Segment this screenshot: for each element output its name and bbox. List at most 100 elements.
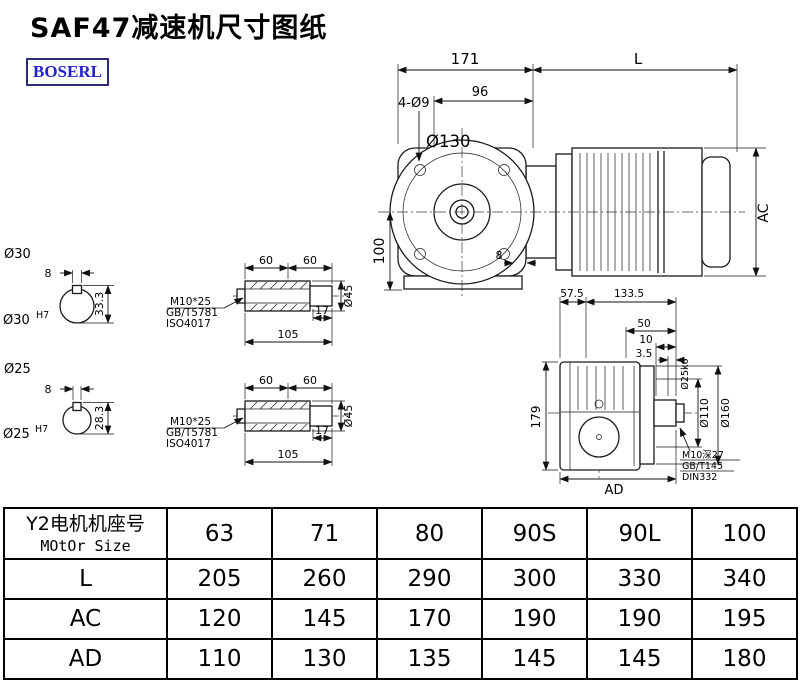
hollow-shaft-2: 60 60 17 105 Ø45 M10*25 GB/T5781 ISO4017 [166, 374, 355, 466]
sleeve1-bore-lines [245, 288, 310, 304]
table-cell: 145 [481, 638, 588, 680]
table-cell: 145 [586, 638, 693, 680]
front-dimensions: 171 L 96 4-Ø9 Ø130 100 AC 8 [372, 50, 772, 291]
side-tap-spec: M10深27 [682, 450, 724, 461]
page-title: SAF47减速机尺寸图纸 [30, 13, 328, 44]
sleeve1-45-label: Ø45 [342, 285, 355, 308]
sleeve1-60b-label: 60 [303, 254, 317, 267]
side-133-5-label: 133.5 [614, 288, 644, 300]
bore30-keyway [71, 284, 83, 295]
sleeve1-step [309, 285, 333, 307]
sleeve1-callout-leader [223, 297, 244, 309]
side-output-shaft [653, 399, 677, 427]
sleeve2-17-label: 17 [315, 424, 329, 437]
dim-AC-label: AC [756, 203, 772, 222]
table-cell: 145 [271, 598, 378, 640]
sleeve2-bore-lines [245, 408, 310, 424]
motor-size-value: 63 [166, 507, 273, 560]
hub-boss-circle [433, 183, 491, 241]
table-cell: 195 [691, 598, 798, 640]
side-50-label: 50 [637, 318, 650, 330]
bore25-tol-sup: H7 [35, 424, 48, 435]
table-cell: 110 [166, 638, 273, 680]
motor-size-value: 71 [271, 507, 378, 560]
sleeve1-60a-label: 60 [259, 254, 273, 267]
sleeve1-body [244, 280, 311, 312]
row-label: AD [3, 638, 168, 680]
table-cell: 290 [376, 558, 483, 600]
sleeve2-callout-leader [223, 417, 244, 429]
table-cell: 130 [271, 638, 378, 680]
sleeve2-hatch [249, 401, 308, 432]
sleeve2-105-label: 105 [278, 448, 299, 461]
table-cell: 340 [691, 558, 798, 600]
dim-100-label: 100 [372, 238, 388, 265]
dia30-label: Ø30 [4, 247, 31, 262]
side-fins [577, 366, 624, 410]
sleeve1-bolt-std2: ISO4017 [166, 318, 211, 330]
motor-size-header-en: MOtOr Size [40, 536, 131, 555]
sleeve2-bolt-std1: GB/T5781 [166, 427, 218, 439]
side-179-label: 179 [529, 406, 543, 429]
motor-size-value: 80 [376, 507, 483, 560]
table-cell: 180 [691, 638, 798, 680]
side-shaft-step [675, 403, 685, 423]
table-row-AC: AC 120 145 170 190 190 195 [3, 598, 798, 640]
holes-label: 4-Ø9 [398, 96, 429, 111]
side-inner-lines [561, 362, 639, 470]
side-tap-underlines [680, 459, 740, 472]
row-label: L [3, 558, 168, 600]
bore30-extension-lines [72, 270, 114, 324]
bore25-extension-lines [72, 386, 114, 435]
sleeve1-17-label: 17 [315, 304, 329, 317]
shaft-section-30: Ø30 8 33.3 Ø30 H7 [3, 247, 114, 328]
side-25k6-label: Ø25k6 [680, 358, 691, 389]
sleeve1-105-label: 105 [278, 328, 299, 341]
dim-L-label: L [634, 50, 643, 68]
bore30-tol-sup: H7 [36, 310, 49, 321]
hollow-shaft-1: 60 60 17 105 Ø45 M10*25 GB/T5781 ISO4017 [166, 254, 355, 346]
dia25-label: Ø25 [4, 362, 31, 377]
side-57-5-label: 57.5 [560, 288, 583, 300]
dim-171-label: 171 [451, 50, 480, 68]
flange-dia-label: Ø130 [426, 132, 470, 151]
motor-size-header-cn: Y2电机机座号 [26, 512, 145, 535]
shaft-section-25: Ø25 8 28.3 Ø25 H7 [3, 362, 114, 442]
side-10-label: 10 [639, 334, 652, 346]
side-output-flange [639, 365, 655, 465]
side-center-dot [596, 434, 602, 440]
side-tap-leader [679, 427, 691, 452]
table-cell: 260 [271, 558, 378, 600]
table-cell: 330 [586, 558, 693, 600]
table-header-row: Y2电机机座号 MOtOr Size 63 71 80 90S 90L 100 [3, 507, 798, 560]
table-row-AD: AD 110 130 135 145 145 180 [3, 638, 798, 680]
front-view: 171 L 96 4-Ø9 Ø130 100 AC 8 [372, 50, 772, 298]
side-bearing-circle [578, 416, 620, 458]
sleeve2-bolt-spec: M10*25 [170, 416, 211, 428]
sleeve2-45-label: Ø45 [342, 405, 355, 428]
side-housing [559, 361, 641, 471]
sleeve2-step [309, 405, 333, 427]
sleeve2-body [244, 400, 311, 432]
sleeve1-hatch [249, 281, 308, 312]
brand-logo: BOSERL [26, 58, 109, 86]
bore25-keyh-label: 28.3 [93, 406, 106, 431]
side-tap-std1: GB/T145 [682, 461, 723, 472]
dimension-table: Y2电机机座号 MOtOr Size 63 71 80 90S 90L 100 … [3, 507, 798, 680]
technical-drawing: 171 L 96 4-Ø9 Ø130 100 AC 8 Ø30 8 33.3 Ø… [3, 50, 772, 498]
motor-size-value: 100 [691, 507, 798, 560]
motor-size-header-cell: Y2电机机座号 MOtOr Size [3, 507, 168, 560]
side-small-hole [594, 399, 604, 409]
side-110-label: Ø110 [698, 398, 711, 428]
dim-96-label: 96 [472, 85, 489, 100]
side-AD-label: AD [605, 483, 624, 498]
table-cell: 135 [376, 638, 483, 680]
bore25-tol-label: Ø25 [3, 427, 30, 442]
side-160-label: Ø160 [719, 398, 732, 428]
side-tap-std2: DIN332 [682, 472, 717, 483]
motor-size-value: 90L [586, 507, 693, 560]
front-centerlines [378, 128, 745, 298]
table-cell: 205 [166, 558, 273, 600]
table-row-L: L 205 260 290 300 330 340 [3, 558, 798, 600]
sleeve1-bolt-spec: M10*25 [170, 296, 211, 308]
